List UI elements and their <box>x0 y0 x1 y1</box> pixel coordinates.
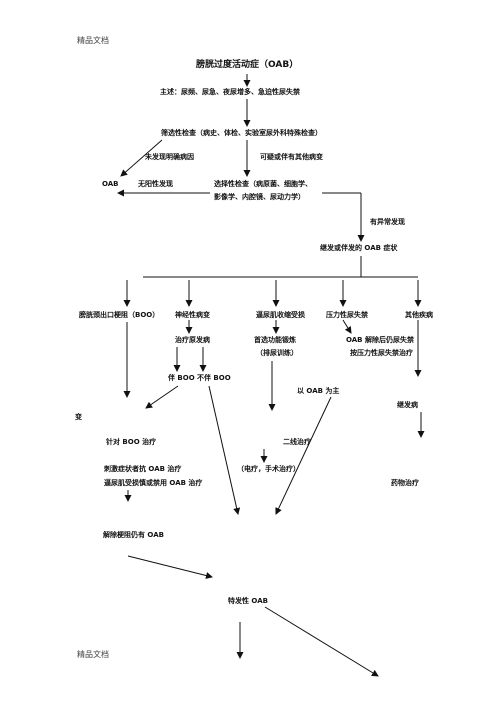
page-title: 膀胱过度活动症（OAB） <box>196 60 299 70</box>
detrusor-caution: 逼尿肌受损慎或禁用 OAB 治疗 <box>104 479 203 487</box>
secondary-disease: 继发病 <box>397 401 418 409</box>
with-boo: 伴 BOO <box>168 374 195 382</box>
page-footer: 精品文档 <box>77 650 109 659</box>
detrusor-treatment-line1: 首选功能锻炼 <box>254 336 296 344</box>
suspect-other-disease: 可疑或伴有其他病变 <box>260 153 323 161</box>
oab-label: OAB <box>102 180 119 188</box>
arrow-with-boo-to-treat-boo <box>145 385 179 409</box>
category-boo: 膀胱颈出口梗阻（BOO） <box>79 311 160 319</box>
stress-treatment-line2: 按压力性尿失禁治疗 <box>350 349 413 357</box>
irritative-anti-oab: 刺激症状者抗 OAB 治疗 <box>104 465 182 473</box>
arrow-oab-dominant-down <box>275 396 332 515</box>
selective-exam-line1: 选择性检查（病原菌、细胞学、 <box>214 180 312 188</box>
category-neuro: 神经性病变 <box>175 311 210 319</box>
arrow-screening-to-oab <box>120 139 163 177</box>
change-char: 变 <box>75 413 82 421</box>
oab-dominant: 以 OAB 为主 <box>297 387 340 395</box>
no-clear-cause: 未发现明确病因 <box>145 153 194 161</box>
relieved-still-oab: 解除梗阻仍有 OAB <box>103 531 164 539</box>
detrusor-treatment-line2: （排尿训练） <box>256 349 298 357</box>
idiopathic-oab: 特发性 OAB <box>228 597 268 605</box>
drug-therapy: 药物治疗 <box>391 479 419 487</box>
category-other: 其他疾病 <box>405 311 433 319</box>
arrow-without-boo-to-idiopathic <box>208 385 241 515</box>
category-stress: 压力性尿失禁 <box>326 311 368 319</box>
arrow-relieved-to-idiopathic <box>127 555 213 579</box>
without-boo: 不伴 BOO <box>197 374 231 382</box>
page-header: 精品文档 <box>77 36 109 45</box>
no-positive-finding: 无阳性发现 <box>138 180 173 188</box>
treat-boo: 针对 BOO 治疗 <box>106 438 157 446</box>
abnormal-finding: 有异常发现 <box>370 218 405 226</box>
chief-complaint: 主述：尿频、尿急、夜尿增多、急迫性尿失禁 <box>160 88 300 96</box>
stress-treatment-line1: OAB 解除后仍尿失禁 <box>346 336 414 344</box>
selective-exam-line2: 影像学、内腔镜、尿动力学） <box>214 193 305 201</box>
second-line-therapy: 二线治疗 <box>283 438 311 446</box>
arrow-idiopathic-right <box>264 606 379 677</box>
secondary-oab-symptoms: 继发或伴发的 OAB 症状 <box>320 244 398 252</box>
neuro-treatment: 治疗原发病 <box>175 336 210 344</box>
category-detrusor: 逼尿肌收缩受损 <box>256 311 305 319</box>
screening-exam: 筛选性检查（病史、体检、实验室尿外科特殊检查） <box>161 129 322 137</box>
arrow-stress-to-treat <box>342 319 352 334</box>
electro-surgery: （电疗，手术治疗） <box>237 465 300 473</box>
